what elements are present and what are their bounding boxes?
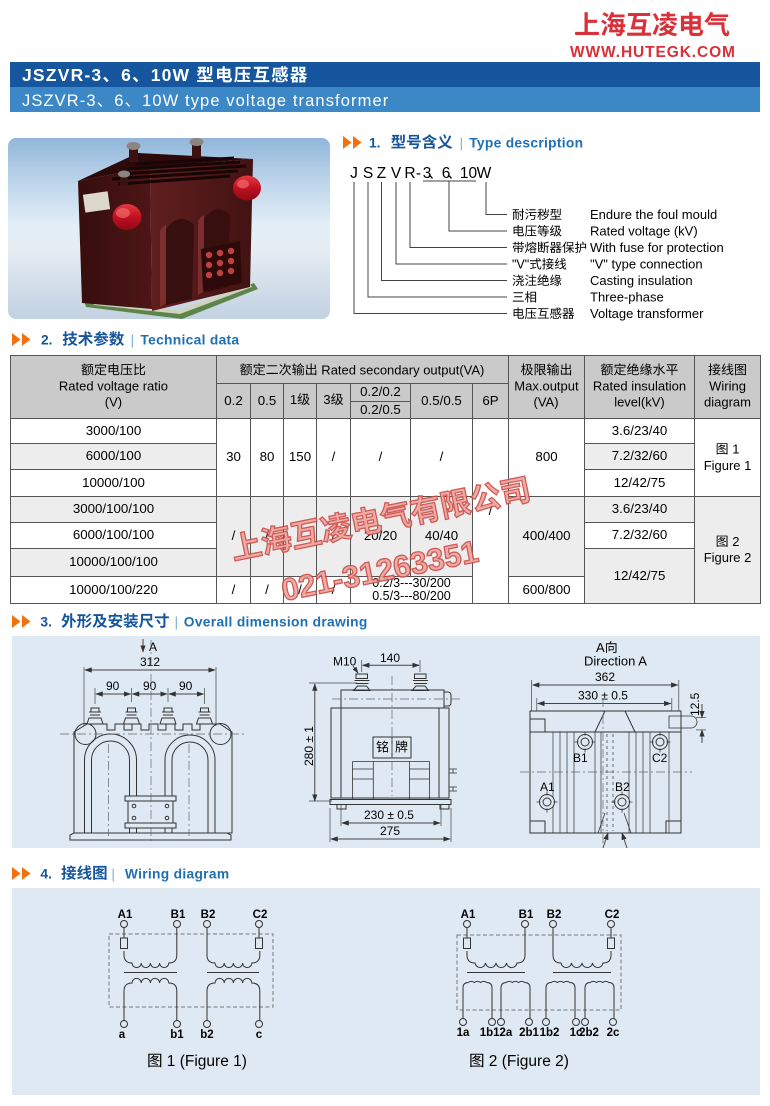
svg-text:312: 312 bbox=[140, 655, 160, 669]
svg-text:2b1: 2b1 bbox=[519, 1027, 539, 1039]
svg-text:280 ± 1: 280 ± 1 bbox=[302, 726, 316, 766]
svg-text:-: - bbox=[416, 165, 421, 182]
svg-text:Direction A: Direction A bbox=[584, 654, 647, 669]
svg-text:|: | bbox=[111, 866, 115, 882]
svg-text:Rated voltage ratio: Rated voltage ratio bbox=[59, 378, 168, 393]
svg-text:90: 90 bbox=[143, 679, 157, 693]
svg-text:A: A bbox=[149, 640, 157, 654]
svg-text:Casting insulation: Casting insulation bbox=[590, 273, 693, 288]
svg-text:6: 6 bbox=[121, 65, 132, 85]
svg-text:Technical data: Technical data bbox=[140, 333, 239, 348]
svg-text:4.: 4. bbox=[40, 867, 52, 882]
svg-text:With fuse for protection: With fuse for protection bbox=[590, 240, 724, 255]
svg-text:level(kV): level(kV) bbox=[614, 394, 665, 409]
svg-text:3: 3 bbox=[423, 165, 432, 182]
svg-text:275: 275 bbox=[380, 824, 400, 838]
svg-text:90: 90 bbox=[179, 679, 193, 693]
svg-text:6: 6 bbox=[114, 92, 124, 110]
svg-text:A1: A1 bbox=[540, 780, 555, 794]
svg-text:Endure the foul mould: Endure the foul mould bbox=[590, 207, 717, 222]
svg-text:W: W bbox=[477, 165, 492, 182]
svg-text:a: a bbox=[119, 1029, 126, 1041]
svg-text:|: | bbox=[131, 332, 135, 348]
svg-text:1b12a: 1b12a bbox=[480, 1027, 513, 1039]
svg-text:Three-phase: Three-phase bbox=[590, 290, 664, 305]
svg-text:C2: C2 bbox=[605, 909, 620, 921]
svg-text:JSZVR-3: JSZVR-3 bbox=[22, 65, 102, 85]
svg-text:Figure 2: Figure 2 bbox=[704, 550, 752, 565]
svg-text:10W type voltage transformer: 10W type voltage transformer bbox=[142, 92, 389, 110]
svg-text:2: 2 bbox=[729, 534, 740, 549]
svg-text:Voltage transformer: Voltage transformer bbox=[590, 306, 704, 321]
svg-text:V: V bbox=[391, 165, 402, 182]
svg-text:Rated insulation: Rated insulation bbox=[593, 378, 686, 393]
svg-text:Type description: Type description bbox=[469, 136, 583, 151]
svg-text:2b2: 2b2 bbox=[579, 1027, 599, 1039]
svg-text:c: c bbox=[256, 1029, 263, 1041]
svg-text:A1: A1 bbox=[461, 909, 476, 921]
svg-text:90: 90 bbox=[106, 679, 120, 693]
svg-text:330 ± 0.5: 330 ± 0.5 bbox=[578, 689, 628, 703]
svg-text:10W: 10W bbox=[151, 65, 197, 85]
svg-text:2 (Figure 2): 2 (Figure 2) bbox=[485, 1053, 569, 1070]
svg-text:Wiring diagram: Wiring diagram bbox=[125, 867, 229, 882]
svg-text:140: 140 bbox=[380, 651, 400, 665]
svg-text:2c: 2c bbox=[607, 1027, 620, 1039]
svg-text:(VA): (VA) bbox=[534, 394, 559, 409]
svg-text:B2: B2 bbox=[547, 909, 562, 921]
svg-text:WWW.HUTEGK.COM: WWW.HUTEGK.COM bbox=[570, 44, 736, 61]
svg-text:b1: b1 bbox=[170, 1029, 184, 1041]
svg-text:Rated voltage (kV): Rated voltage (kV) bbox=[590, 224, 698, 239]
svg-text:Wiring: Wiring bbox=[709, 378, 746, 393]
svg-text:A1: A1 bbox=[118, 909, 133, 921]
svg-text:1.: 1. bbox=[369, 136, 381, 151]
svg-text:1a: 1a bbox=[457, 1027, 470, 1039]
svg-text:Figure 1: Figure 1 bbox=[704, 458, 752, 473]
svg-text:2.: 2. bbox=[41, 333, 53, 348]
svg-text:3.: 3. bbox=[40, 615, 52, 630]
svg-text:1: 1 bbox=[290, 392, 297, 407]
svg-text:10: 10 bbox=[460, 165, 478, 182]
svg-text:|: | bbox=[460, 135, 464, 151]
svg-text:3: 3 bbox=[323, 392, 330, 407]
svg-text:b2: b2 bbox=[200, 1029, 213, 1041]
svg-text:Z: Z bbox=[377, 165, 386, 182]
svg-text:JSZVR-3: JSZVR-3 bbox=[22, 92, 97, 110]
svg-text:"V" type connection: "V" type connection bbox=[590, 257, 703, 272]
svg-text:A: A bbox=[596, 640, 605, 655]
svg-text:B1: B1 bbox=[171, 909, 186, 921]
svg-text:Overall dimension drawing: Overall dimension drawing bbox=[184, 615, 368, 630]
svg-text:230 ± 0.5: 230 ± 0.5 bbox=[364, 808, 414, 822]
svg-text:1 (Figure 1): 1 (Figure 1) bbox=[163, 1053, 247, 1070]
svg-text:J: J bbox=[350, 165, 358, 182]
svg-text:B2: B2 bbox=[615, 780, 630, 794]
svg-text:B2: B2 bbox=[201, 909, 216, 921]
svg-text:Rated secondary output(VA): Rated secondary output(VA) bbox=[318, 362, 485, 377]
svg-text:12.5: 12.5 bbox=[688, 692, 702, 716]
svg-text:diagram: diagram bbox=[704, 394, 751, 409]
svg-text:S: S bbox=[363, 165, 373, 182]
svg-text:1: 1 bbox=[729, 442, 740, 457]
svg-text:(V): (V) bbox=[105, 394, 122, 409]
svg-text:R: R bbox=[404, 165, 415, 182]
svg-text:C2: C2 bbox=[253, 909, 268, 921]
svg-text:B1: B1 bbox=[573, 751, 588, 765]
svg-text:362: 362 bbox=[595, 670, 615, 684]
svg-text:B1: B1 bbox=[519, 909, 534, 921]
svg-text:6: 6 bbox=[442, 165, 451, 182]
svg-text:M10: M10 bbox=[333, 655, 357, 669]
svg-text:"V": "V" bbox=[512, 258, 529, 272]
svg-text:1c: 1c bbox=[570, 1027, 583, 1039]
svg-text:|: | bbox=[175, 614, 179, 630]
svg-text:C2: C2 bbox=[652, 751, 668, 765]
svg-text:1b2: 1b2 bbox=[540, 1027, 560, 1039]
svg-text:Max.output: Max.output bbox=[514, 378, 579, 393]
